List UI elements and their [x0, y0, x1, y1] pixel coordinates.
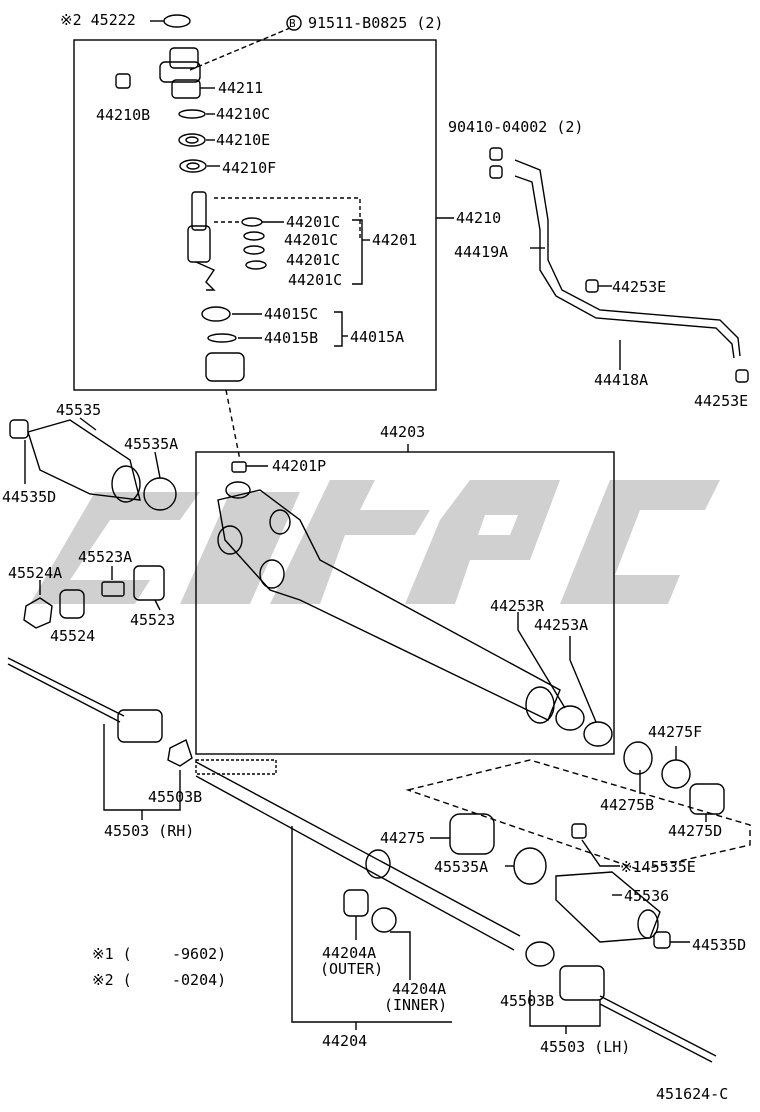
- spring-45523a: [101, 581, 125, 597]
- gear-housing-frame: [195, 451, 615, 755]
- label-44201c-4: 44201C: [288, 271, 343, 289]
- bolt-marker-b: [286, 15, 302, 31]
- label-45536: 45536: [624, 887, 670, 905]
- clamp-45535a-right: [513, 847, 547, 885]
- clamp-45535a: [143, 477, 177, 511]
- valve-shaft: [187, 191, 216, 291]
- label-44535d-1: 44535D: [2, 488, 57, 506]
- ring-44204a-inner: [371, 907, 397, 933]
- label-90410: 90410-04002 (2): [448, 118, 584, 136]
- label-44253r: 44253R: [490, 597, 545, 615]
- label-bolt-marker: B: [289, 17, 296, 30]
- label-45524a: 45524A: [8, 564, 63, 582]
- label-44211: 44211: [218, 79, 264, 97]
- label-44201p: 44201P: [272, 457, 327, 475]
- pressure-tubes: [489, 147, 749, 383]
- ring-44015b: [207, 333, 237, 343]
- label-45524: 45524: [50, 627, 96, 645]
- label-44201: 44201: [372, 231, 418, 249]
- ring-44253a: [583, 721, 613, 747]
- label-44015a: 44015A: [350, 328, 405, 346]
- guide-45523: [133, 565, 165, 601]
- rack-44204: [195, 759, 521, 951]
- label-44201c-1: 44201C: [286, 213, 341, 231]
- label-45523: 45523: [130, 611, 176, 629]
- label-44204: 44204: [322, 1032, 368, 1050]
- label-45503-lh: 45503 (LH): [540, 1038, 631, 1056]
- label-45503b-2: 45503B: [500, 992, 555, 1010]
- label-45535a-2: 45535A: [434, 858, 489, 876]
- label-44015b: 44015B: [264, 329, 319, 347]
- footnote-1-range: -9602): [172, 945, 227, 963]
- footnote-1-mark: ※1 (: [92, 945, 132, 963]
- label-44253a: 44253A: [534, 616, 589, 634]
- label-44275: 44275: [380, 829, 426, 847]
- seal-44015c: [201, 306, 231, 322]
- dust-boot-45536: [555, 871, 661, 943]
- label-44210b: 44210B: [96, 106, 151, 124]
- clamp-44535d-right: [653, 931, 671, 949]
- tie-rod-end-lh: [525, 941, 717, 1063]
- label-44418a: 44418A: [594, 371, 649, 389]
- bush-44275d: [689, 783, 725, 815]
- label-44204a-2: 44204A: [392, 980, 447, 998]
- footnote-2-mark: ※2 (: [92, 971, 132, 989]
- label-44210c: 44210C: [216, 105, 271, 123]
- ring-44253r: [555, 705, 585, 731]
- ring-44275b: [623, 741, 653, 775]
- gear-housing-44203: [217, 481, 561, 724]
- bush-44204a-outer: [343, 889, 369, 917]
- label-44210: 44210: [456, 209, 502, 227]
- bush-44275: [449, 813, 495, 855]
- label-145535e: ※145535E: [620, 858, 696, 876]
- label-44275f: 44275F: [648, 723, 703, 741]
- label-44253e-2: 44253E: [694, 392, 749, 410]
- plug-45524: [59, 589, 85, 619]
- valve-housing-44211: [159, 47, 201, 99]
- cap-45222: [163, 14, 191, 28]
- tie-rod-end-rh: [7, 657, 193, 767]
- label-45503-rh: 45503 (RH): [104, 822, 195, 840]
- label-91511: 91511-B0825 (2): [308, 14, 444, 32]
- label-45523a: 45523A: [78, 548, 133, 566]
- footnote-2-range: -0204): [172, 971, 227, 989]
- label-44201c-2: 44201C: [284, 231, 339, 249]
- ring-44210f: [179, 159, 207, 173]
- label-44201c-3: 44201C: [286, 251, 341, 269]
- ring-44210e: [178, 133, 206, 147]
- label-44253e-1: 44253E: [612, 278, 667, 296]
- label-44210f: 44210F: [222, 159, 277, 177]
- seal-44210b: [115, 73, 131, 89]
- label-44210e: 44210E: [216, 131, 271, 149]
- label-44204a-inner: (INNER): [384, 996, 448, 1014]
- bush-group-dashed-frame: [405, 759, 751, 871]
- label-45535a: 45535A: [124, 435, 179, 453]
- dust-boot-45535: [27, 419, 141, 503]
- label-45222: ※2 45222: [60, 11, 136, 29]
- label-44203: 44203: [380, 423, 426, 441]
- ring-44210c: [178, 109, 206, 119]
- label-44015c: 44015C: [264, 305, 319, 323]
- label-44275d: 44275D: [668, 822, 723, 840]
- label-44419a: 44419A: [454, 243, 509, 261]
- valve-assembly-frame: [73, 39, 437, 391]
- label-44204a-outer: (OUTER): [320, 960, 384, 978]
- cap-44275f: [661, 759, 691, 789]
- label-44275b: 44275B: [600, 796, 655, 814]
- label-44204a-1: 44204A: [322, 944, 377, 962]
- bushing-44015: [205, 352, 245, 382]
- locknut-45524a: [23, 597, 53, 629]
- label-44535d-2: 44535D: [692, 936, 747, 954]
- label-45503b-1: 45503B: [148, 788, 203, 806]
- bolt-145535e: [571, 823, 587, 839]
- label-45535: 45535: [56, 401, 102, 419]
- drawing-number: 451624-C: [656, 1085, 729, 1103]
